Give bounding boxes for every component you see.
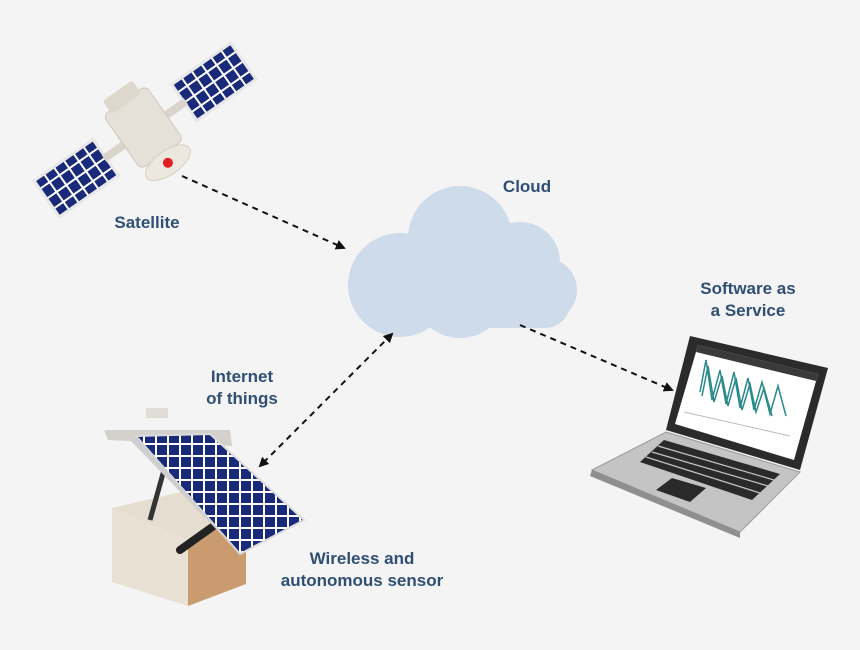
satellite-icon (31, 41, 259, 219)
cloud-label: Cloud (502, 177, 552, 196)
arrow-cloud-to-saas (519, 324, 674, 392)
saas-label: Software as a Service (680, 278, 816, 322)
satellite-label: Satellite (114, 213, 180, 232)
solar-sensor-box-icon (104, 408, 306, 606)
iot-label-line2: of things (206, 389, 278, 408)
iot-label: Internet of things (190, 366, 294, 410)
sensor-label: Wireless and autonomous sensor (262, 548, 462, 592)
arrows (181, 175, 674, 468)
cloud-icon (348, 186, 577, 338)
saas-label-line2: a Service (710, 301, 786, 320)
sensor-label-line1: Wireless and (309, 549, 415, 568)
arrow-satellite-to-cloud (181, 175, 346, 250)
laptop-icon (590, 336, 828, 538)
arrow-iot-cloud-bidirectional (258, 332, 394, 468)
saas-label-line1: Software as (700, 279, 796, 298)
sensor-label-line2: autonomous sensor (280, 571, 444, 590)
iot-label-line1: Internet (210, 367, 274, 386)
